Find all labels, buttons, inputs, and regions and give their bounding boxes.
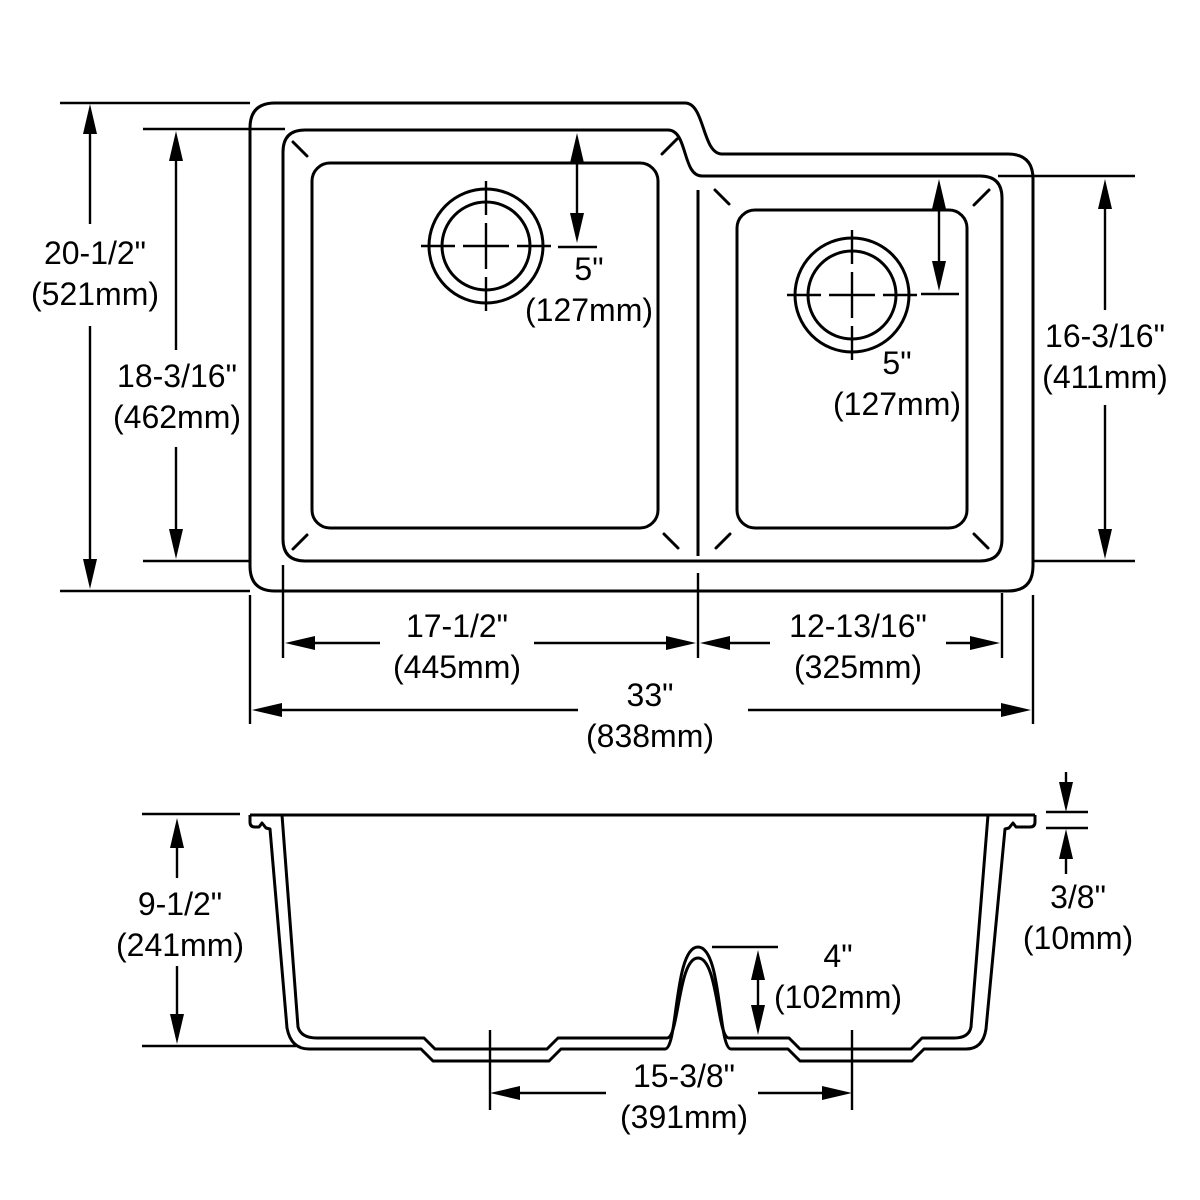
outer-profile — [248, 815, 1037, 1063]
dim-inches: 15-3/8" — [632, 1058, 736, 1094]
side-view — [248, 813, 1037, 1063]
rim-outline — [281, 128, 1004, 563]
dim-inches: 18-3/16" — [117, 358, 237, 394]
top-view — [248, 101, 1035, 593]
dim-label-bowl-depth: 9-1/2" (241mm) — [116, 884, 244, 966]
dim-mm: (102mm) — [773, 979, 903, 1015]
dim-inches: 33" — [626, 677, 674, 713]
dim-inches: 16-3/16" — [1045, 318, 1165, 354]
dim-mm: (10mm) — [1022, 920, 1134, 956]
inner-profile — [280, 814, 990, 1051]
dim-mm: (411mm) — [1042, 359, 1168, 395]
dim-inches: 5" — [574, 251, 604, 287]
dim-inches: 3/8" — [1050, 879, 1106, 915]
dim-inches: 5" — [882, 345, 912, 381]
dim-inches: 17-1/2" — [405, 608, 509, 644]
right-drain-icon — [787, 230, 917, 360]
dim-label-left-bowl-front-back: 18-3/16" (462mm) — [113, 356, 241, 438]
dim-mm: (127mm) — [832, 386, 962, 422]
dimension-annotations — [60, 101, 1135, 1110]
left-drain-icon — [421, 181, 551, 311]
dim-mm: (325mm) — [793, 649, 922, 685]
dim-label-divider-height: 4" (102mm) — [774, 936, 902, 1018]
dim-mm: (391mm) — [619, 1099, 749, 1135]
dim-inches: 9-1/2" — [137, 886, 223, 922]
dim-mm: (462mm) — [112, 399, 242, 435]
dim-label-left-drain-offset: 5" (127mm) — [525, 249, 653, 331]
dim-label-right-bowl-front-back: 16-3/16" (411mm) — [1042, 316, 1168, 398]
right-bowl-outline — [735, 208, 969, 530]
arrowheads — [83, 104, 1112, 1100]
dim-mm: (521mm) — [30, 276, 160, 312]
dim-mm: (127mm) — [524, 292, 654, 328]
dim-label-overall-width: 33" (838mm) — [586, 675, 714, 757]
dim-mm: (838mm) — [585, 718, 715, 754]
dim-label-right-drain-offset: 5" (127mm) — [833, 343, 961, 425]
dim-label-overall-depth: 20-1/2" (521mm) — [31, 233, 159, 315]
extension-lines — [60, 101, 1135, 1110]
dim-inches: 12-13/16" — [789, 608, 927, 644]
dim-label-rim-reveal: 3/8" (10mm) — [1023, 877, 1133, 959]
corner-ticks — [291, 137, 991, 551]
dimension-lines — [88, 130, 1107, 1095]
dim-inches: 20-1/2" — [43, 235, 147, 271]
dim-label-right-bowl-width: 12-13/16" (325mm) — [789, 606, 927, 688]
dim-mm: (445mm) — [392, 649, 522, 685]
left-bowl-outline — [310, 161, 660, 530]
dim-inches: 4" — [823, 938, 853, 974]
dim-mm: (241mm) — [115, 927, 245, 963]
dim-label-left-bowl-width: 17-1/2" (445mm) — [393, 606, 521, 688]
dim-label-drain-spacing: 15-3/8" (391mm) — [620, 1056, 748, 1138]
